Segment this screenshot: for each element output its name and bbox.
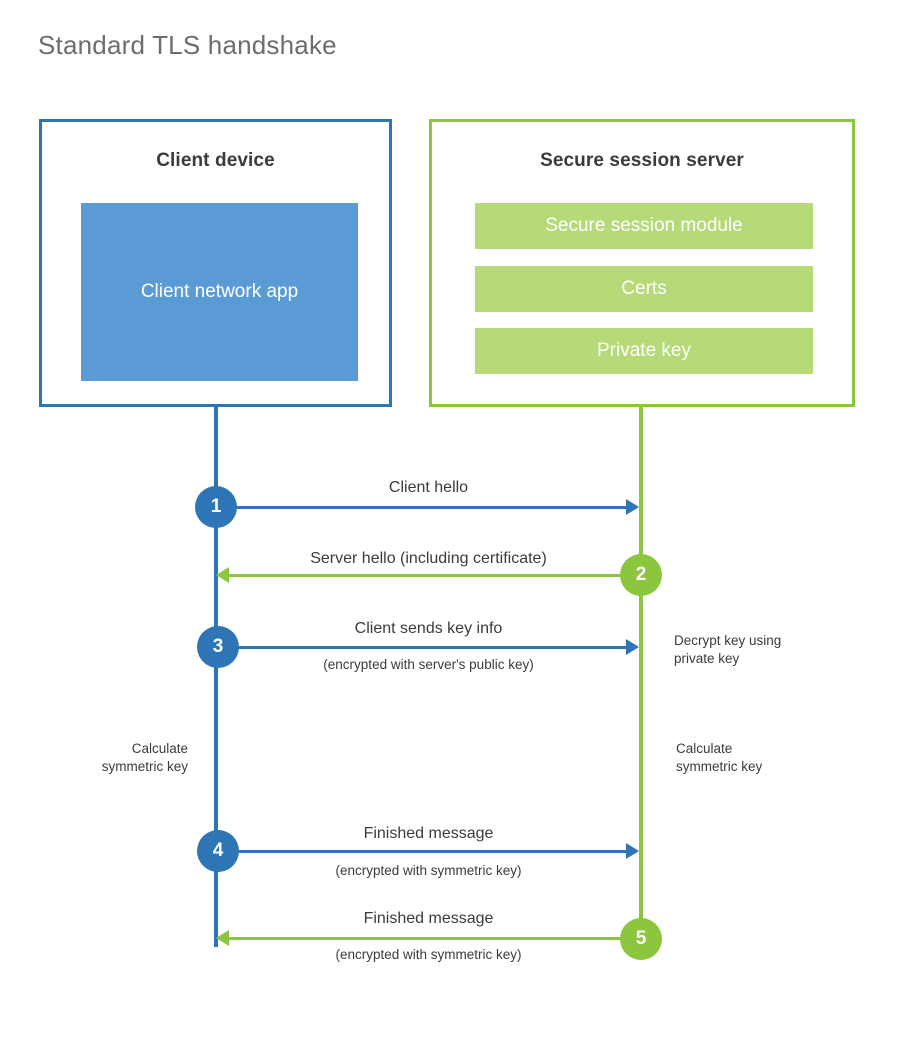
note-client-calculate-symmetric-key: Calculate symmetric key: [20, 740, 188, 775]
step-4-number-badge: 4: [197, 830, 239, 872]
step-2-number-badge: 2: [620, 554, 662, 596]
note-decrypt-key-line-2: private key: [674, 650, 740, 666]
secure-session-server-box: Secure session server Secure session mod…: [429, 119, 855, 407]
step-1-number-badge: 1: [195, 486, 237, 528]
client-device-title: Client device: [156, 150, 275, 171]
step-5-arrow-head-icon: [216, 930, 229, 946]
step-1-arrow-head-icon: [626, 499, 639, 515]
step-2-label: Server hello (including certificate): [310, 550, 547, 567]
note-server-calculate-symmetric-key: Calculate symmetric key: [676, 740, 856, 775]
step-5-number-badge: 5: [620, 918, 662, 960]
step-3-arrow-head-icon: [626, 639, 639, 655]
client-lifeline: [214, 406, 218, 947]
page-title: Standard TLS handshake: [38, 30, 337, 60]
secure-session-server-title: Secure session server: [540, 150, 744, 171]
note-decrypt-key-line-1: Decrypt key using: [674, 633, 782, 648]
step-2-arrow-head-icon: [216, 567, 229, 583]
note-decrypt-key: Decrypt key using private key: [674, 632, 854, 667]
component-private-key: Private key: [475, 328, 813, 374]
step-3-number-badge: 3: [197, 626, 239, 668]
component-secure-session-module: Secure session module: [475, 203, 813, 249]
note-client-calculate-line-1: Calculate: [131, 741, 188, 756]
component-client-network-app: Client network app: [81, 203, 358, 381]
step-1-arrow-line: [216, 506, 628, 509]
note-client-calculate-line-2: symmetric key: [101, 758, 188, 774]
step-5-arrow-line: [228, 937, 640, 940]
step-3-sublabel: (encrypted with server's public key): [323, 657, 534, 672]
step-5-label: Finished message: [363, 910, 494, 927]
step-1-label: Client hello: [388, 479, 469, 496]
step-5-sublabel: (encrypted with symmetric key): [335, 947, 522, 962]
component-certs: Certs: [475, 266, 813, 312]
step-4-arrow-head-icon: [626, 843, 639, 859]
note-server-calculate-line-2: symmetric key: [676, 758, 763, 774]
note-server-calculate-line-1: Calculate: [676, 741, 733, 756]
step-4-arrow-line: [216, 850, 628, 853]
step-4-label: Finished message: [363, 825, 494, 842]
client-device-box: Client device Client network app: [39, 119, 392, 407]
server-lifeline: [639, 406, 643, 939]
step-4-sublabel: (encrypted with symmetric key): [335, 863, 522, 878]
step-3-arrow-line: [216, 646, 628, 649]
step-2-arrow-line: [228, 574, 640, 577]
step-3-label: Client sends key info: [354, 620, 503, 637]
